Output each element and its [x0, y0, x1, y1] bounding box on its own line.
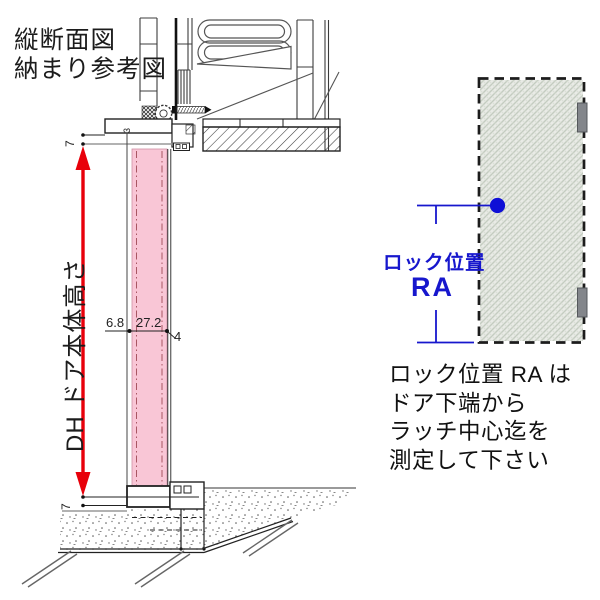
- lock-caption: ロック位置 RA は ドア下端から ラッチ中心迄を 測定して下さい: [389, 361, 572, 475]
- lock-position-label: ロック位置: [383, 252, 486, 274]
- hinge-top: [577, 102, 588, 133]
- ra-dimension-lines: [417, 204, 490, 344]
- wall-top-assembly: [139, 17, 340, 151]
- frame-dimension: 6.8: [106, 315, 125, 330]
- drawing-title: 縦断面図 納まり参考図: [14, 26, 167, 84]
- door-head-frame: [81, 118, 196, 151]
- caption-line-1: ロック位置 RA は: [389, 362, 572, 387]
- lock-position-diagram: [417, 77, 588, 344]
- sill-and-footing: [21, 481, 356, 588]
- head-dimension: 3: [122, 127, 132, 133]
- hinge-bottom: [577, 287, 588, 318]
- door-height-label: DH ドア本体高さ: [62, 257, 89, 452]
- thickness-dimension-lines: [105, 329, 176, 339]
- caption-line-4: 測定して下さい: [389, 447, 550, 473]
- insulation-batt: [196, 19, 292, 70]
- ground-hatch-marks: [21, 519, 299, 588]
- title-line-2: 納まり参考図: [14, 56, 167, 83]
- title-line-1: 縦断面図: [14, 27, 116, 54]
- ceiling-slab: [202, 118, 341, 152]
- door-panel-section: [131, 148, 172, 487]
- bottom-gap-dimension: 7: [59, 503, 73, 510]
- latch-point: [489, 197, 506, 214]
- height-dimension-arrow: [75, 146, 91, 496]
- edge-dimension: 4: [174, 329, 182, 344]
- caption-line-2: ドア下端から: [389, 390, 528, 416]
- top-gap-dimension: 7: [63, 140, 77, 147]
- door-thickness-dimension: 27.2: [136, 315, 162, 330]
- ra-label: RA: [411, 272, 454, 302]
- caption-line-3: ラッチ中心迄を: [389, 419, 551, 444]
